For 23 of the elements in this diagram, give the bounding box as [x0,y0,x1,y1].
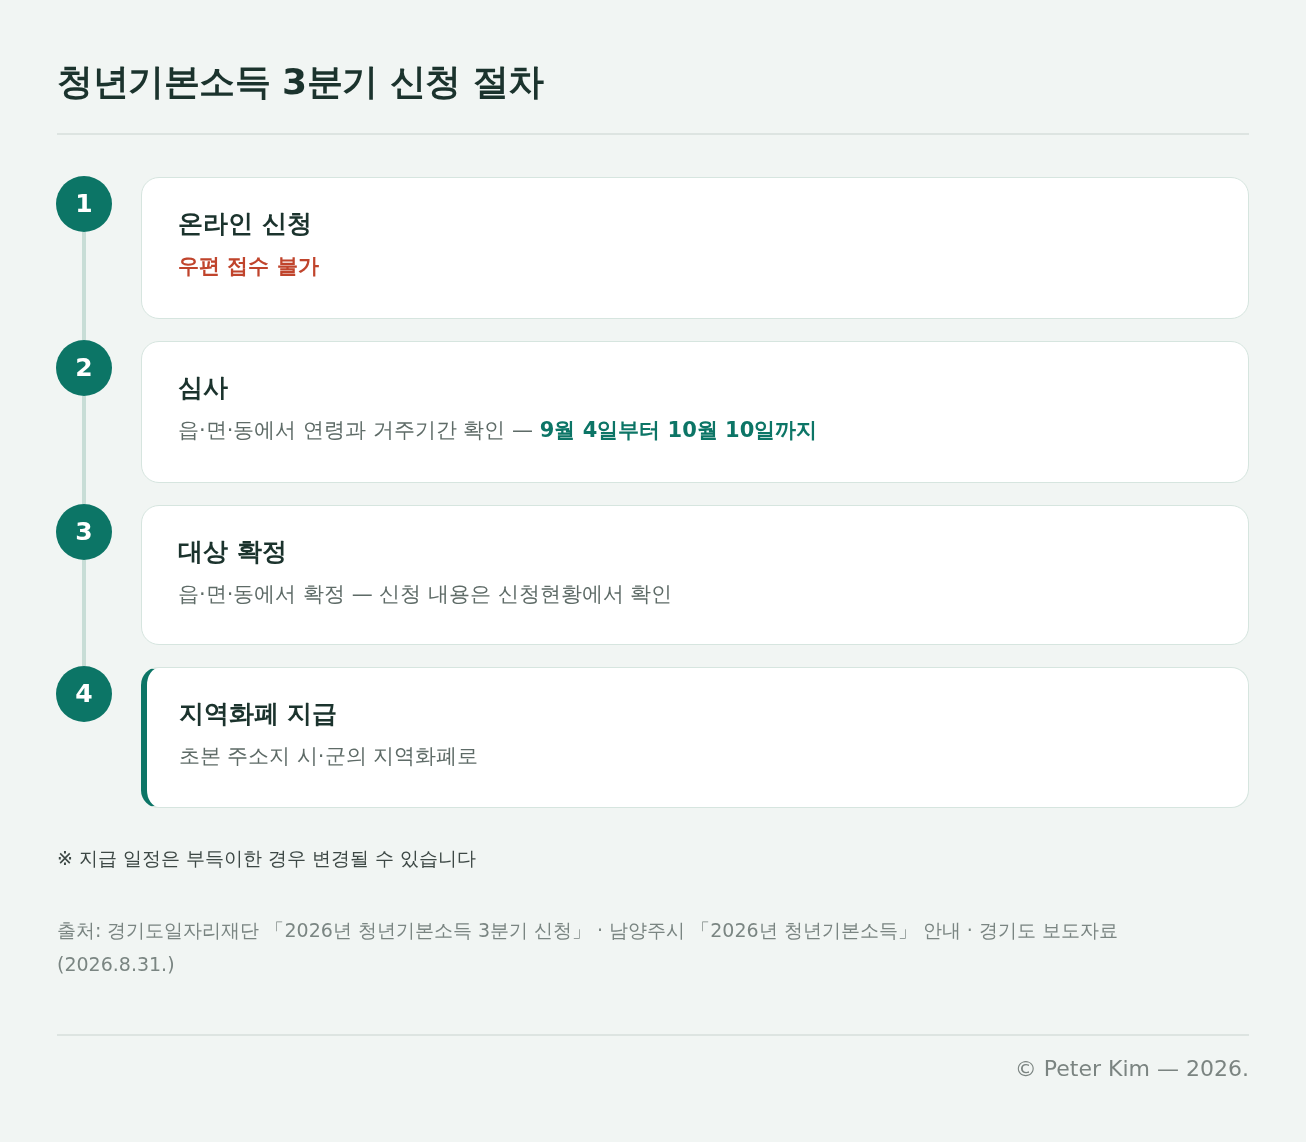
page-title: 청년기본소득 3분기 신청 절차 [57,60,544,104]
step-card [141,505,1249,645]
timeline-connector [82,232,86,340]
source-citation: 출처: 경기도일자리재단 「2026년 청년기본소득 3분기 신청」 · 남양주시 「2026년 청년기본소득」 안내 · 경기도 보도자료 (2026.8.31.) [57,918,1119,977]
copyright-text: © Peter Kim — 2026. [1014,1055,1249,1083]
timeline-connector [82,560,86,666]
note-text: ※ 지급 일정은 부득이한 경우 변경될 수 있습니다 [57,846,477,871]
step-title: 온라인 신청 [178,208,312,240]
step-description: 읍·면·동에서 확정 — 신청 내용은 신청현황에서 확인 [178,581,673,608]
step-title: 대상 확정 [178,536,287,568]
step-card [141,177,1249,319]
step-description: 초본 주소지 시·군의 지역화폐로 [178,743,479,770]
step-number: 1 [56,176,112,232]
timeline-connector [82,396,86,504]
step-number: 3 [56,504,112,560]
step-title: 심사 [178,372,228,404]
step-card [141,667,1249,808]
step-card [141,341,1249,483]
step-description: 우편 접수 불가 [178,253,319,280]
step-number: 2 [56,340,112,396]
step-title: 지역화폐 지급 [178,698,338,730]
step-number: 4 [56,666,112,722]
step-description: 읍·면·동에서 연령과 거주기간 확인 — 9월 4일부터 10월 10일까지 [178,417,818,444]
